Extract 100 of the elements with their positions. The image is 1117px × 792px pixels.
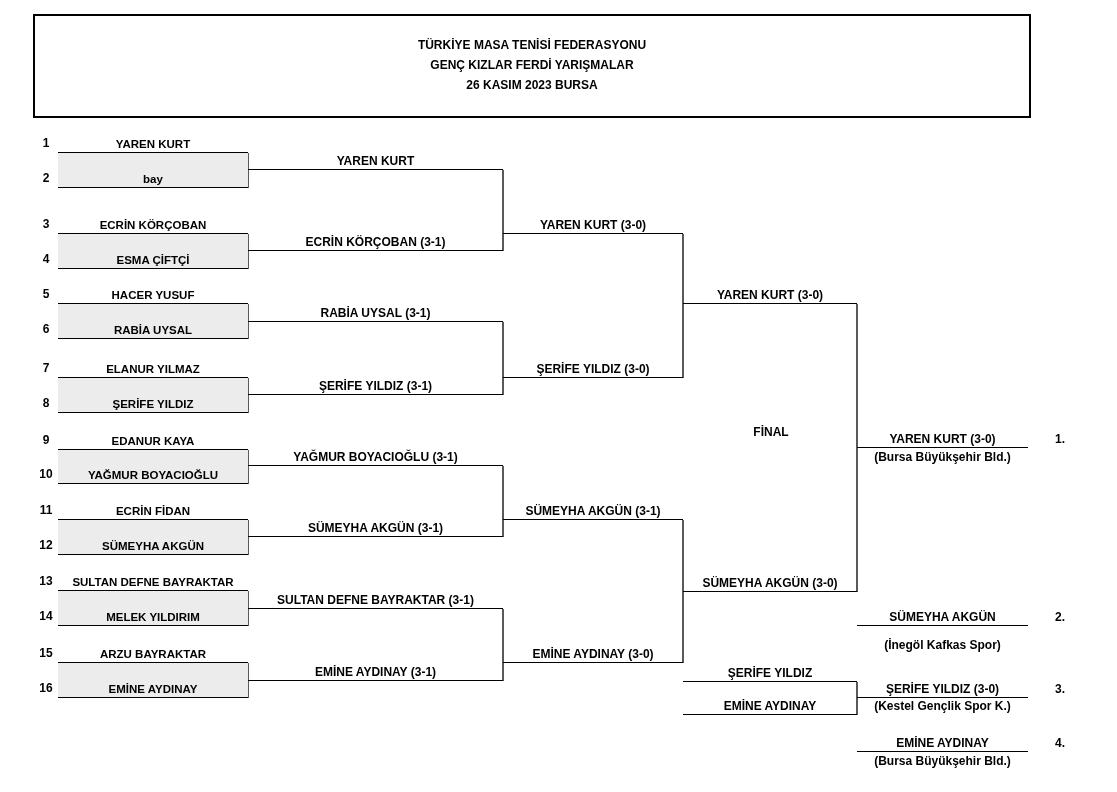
- rank-number: 3.: [1054, 682, 1066, 696]
- seed-number: 16: [38, 681, 54, 695]
- seed-number: 2: [41, 171, 51, 185]
- player-name: ŞERİFE YILDIZ (3-0): [885, 682, 1000, 697]
- player-name: SULTAN DEFNE BAYRAKTAR: [72, 575, 234, 590]
- player-name: EMİNE AYDINAY (3-0): [532, 647, 654, 662]
- shaded-bracket-slot: [58, 378, 248, 413]
- club-name: (Kestel Gençlik Spor K.): [873, 699, 1012, 713]
- bracket-line: [856, 447, 858, 593]
- player-name: ARZU BAYRAKTAR: [99, 647, 207, 662]
- bracket-slot: [683, 575, 857, 592]
- player-name: EMİNE AYDINAY: [108, 682, 198, 697]
- bracket-slot: [857, 431, 1028, 448]
- player-name: ŞERİFE YILDIZ (3-0): [536, 362, 650, 377]
- player-name: ŞERİFE YILDIZ: [727, 666, 813, 681]
- bracket-slot: [248, 592, 503, 609]
- seed-number: 14: [38, 609, 54, 623]
- player-name: YAĞMUR BOYACIOĞLU: [87, 468, 219, 483]
- bracket-line: [502, 233, 504, 252]
- player-name: EDANUR KAYA: [111, 434, 195, 449]
- bracket-slot: [248, 234, 503, 251]
- player-name: SÜMEYHA AKGÜN (3-0): [702, 576, 838, 591]
- bracket-slot: [248, 378, 503, 395]
- bracket-line: [856, 303, 858, 449]
- player-name: bay: [143, 172, 163, 187]
- bracket-slot: [248, 153, 503, 170]
- club-name: (Bursa Büyükşehir Bld.): [873, 450, 1012, 464]
- club-name: (Bursa Büyükşehir Bld.): [873, 754, 1012, 768]
- bracket-slot: [503, 646, 683, 663]
- bracket-slot: [683, 287, 857, 304]
- bracket-line: [502, 377, 504, 396]
- seed-number: 3: [41, 217, 51, 231]
- player-name: YAREN KURT (3-0): [889, 432, 996, 447]
- seed-number: 13: [38, 574, 54, 588]
- seed-number: 12: [38, 538, 54, 552]
- player-name: MELEK YILDIRIM: [106, 610, 200, 625]
- header-subtitle: GENÇ KIZLAR FERDİ YARIŞMALAR: [429, 58, 635, 72]
- shaded-bracket-slot: [58, 304, 248, 339]
- bracket-slot: [683, 665, 857, 682]
- bracket-slot: [503, 361, 683, 378]
- bracket-line: [682, 519, 684, 593]
- header-date: 26 KASIM 2023 BURSA: [465, 78, 599, 92]
- player-name: EMİNE AYDINAY: [723, 699, 817, 714]
- player-name: EMİNE AYDINAY: [896, 736, 989, 751]
- bracket-line: [856, 681, 858, 699]
- header-title: TÜRKİYE MASA TENİSİ FEDERASYONU: [416, 38, 648, 52]
- club-name: (İnegöl Kafkas Spor): [883, 638, 1002, 652]
- seed-number: 11: [38, 503, 54, 517]
- player-name: SÜMEYHA AKGÜN: [889, 610, 996, 625]
- player-name: ŞERİFE YILDIZ (3-1): [318, 379, 433, 394]
- seed-number: 10: [38, 467, 54, 481]
- player-name: SULTAN DEFNE BAYRAKTAR (3-1): [277, 593, 474, 608]
- bracket-slot: [248, 305, 503, 322]
- player-name: RABİA UYSAL (3-1): [320, 306, 431, 321]
- bracket-slot: [857, 681, 1028, 698]
- rank-number: 4.: [1054, 736, 1066, 750]
- player-name: ECRİN FİDAN: [115, 504, 191, 519]
- seed-number: 9: [41, 433, 51, 447]
- round-label: FİNAL: [752, 425, 790, 439]
- seed-number: 6: [41, 322, 51, 336]
- player-name: ESMA ÇİFTÇİ: [116, 253, 190, 268]
- player-name: SÜMEYHA AKGÜN (3-1): [307, 521, 444, 536]
- player-name: ECRİN KÖRÇOBAN: [99, 218, 207, 233]
- bracket-line: [502, 169, 504, 235]
- seed-number: 4: [41, 252, 51, 266]
- player-name: ŞERİFE YILDIZ: [112, 397, 194, 412]
- seed-number: 15: [38, 646, 54, 660]
- player-name: RABİA UYSAL: [113, 323, 193, 338]
- bracket-line: [502, 465, 504, 521]
- bracket-line: [682, 303, 684, 379]
- shaded-bracket-slot: [58, 663, 248, 698]
- player-name: HACER YUSUF: [111, 288, 195, 303]
- rank-number: 1.: [1054, 432, 1066, 446]
- player-name: YAREN KURT: [336, 154, 415, 169]
- player-name: EMİNE AYDINAY (3-1): [314, 665, 437, 680]
- player-name: SÜMEYHA AKGÜN: [102, 539, 204, 554]
- rank-number: 2.: [1054, 610, 1066, 624]
- bracket-line: [682, 591, 684, 664]
- shaded-bracket-slot: [58, 234, 248, 269]
- player-name: YAREN KURT (3-0): [539, 218, 647, 233]
- seed-number: 8: [41, 396, 51, 410]
- seed-number: 7: [41, 361, 51, 375]
- bracket-slot: [857, 609, 1028, 626]
- bracket-slot: [503, 217, 683, 234]
- bracket-slot: [683, 698, 857, 715]
- bracket-slot: [857, 735, 1028, 752]
- player-name: ECRİN KÖRÇOBAN (3-1): [305, 235, 446, 250]
- bracket-line: [682, 233, 684, 305]
- bracket-line: [856, 697, 858, 716]
- seed-number: 1: [41, 136, 51, 150]
- bracket-line: [502, 519, 504, 538]
- bracket-line: [502, 662, 504, 682]
- shaded-bracket-slot: [58, 591, 248, 626]
- bracket-slot: [248, 664, 503, 681]
- player-name: YAREN KURT (3-0): [716, 288, 824, 303]
- player-name: YAREN KURT: [115, 137, 191, 152]
- player-name: SÜMEYHA AKGÜN (3-1): [525, 504, 661, 519]
- bracket-slot: [503, 503, 683, 520]
- bracket-slot: [248, 520, 503, 537]
- shaded-bracket-slot: [58, 153, 248, 188]
